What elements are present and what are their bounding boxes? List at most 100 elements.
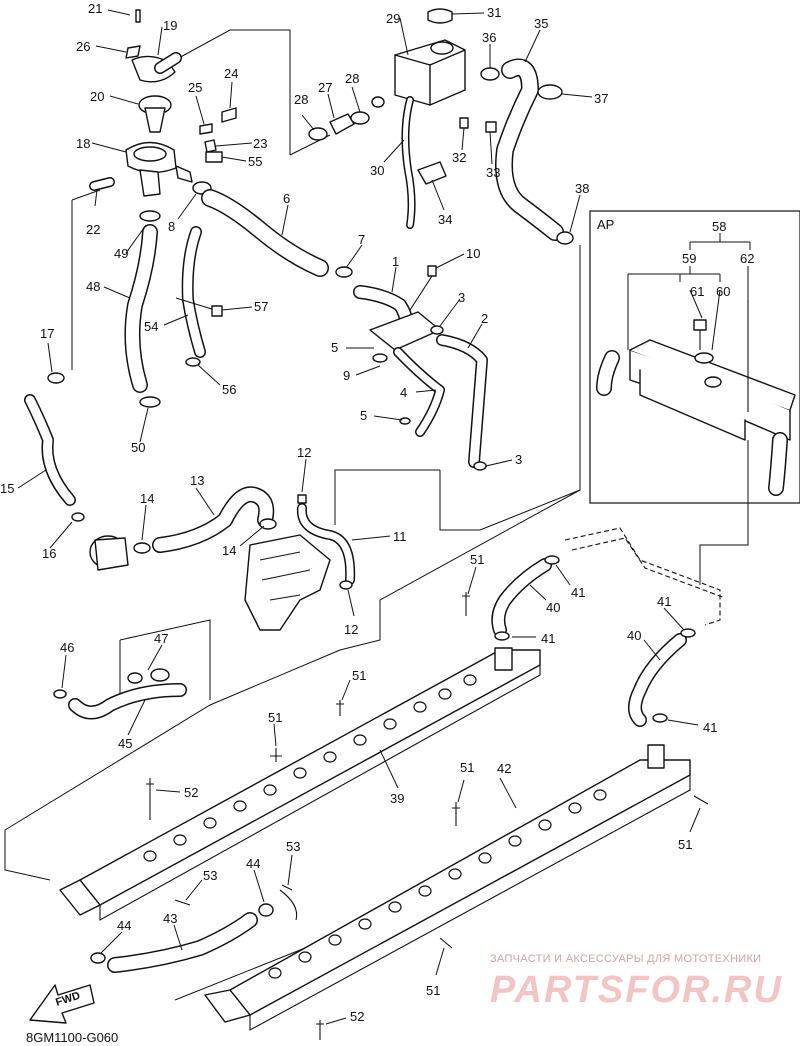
callout-42: 42 <box>497 761 511 776</box>
diagram-code: 8GM1100-G060 <box>26 1030 118 1045</box>
callout-35: 35 <box>534 16 548 31</box>
thermostat-housing-group <box>89 9 237 222</box>
callout-26: 26 <box>76 39 90 54</box>
hose-13 <box>133 486 277 554</box>
callout-7: 7 <box>358 232 365 247</box>
callout-55: 55 <box>248 154 262 169</box>
callout-30: 30 <box>370 163 384 178</box>
callout-4: 4 <box>400 385 407 400</box>
callout-20: 20 <box>90 89 104 104</box>
callout-46: 46 <box>60 640 74 655</box>
fwd-arrow: FWD <box>29 984 95 1024</box>
callout-13: 13 <box>190 473 204 488</box>
callout-5-upper: 5 <box>331 340 338 355</box>
callout-3-lower: 3 <box>515 452 522 467</box>
callout-23: 23 <box>253 136 267 151</box>
callout-16: 16 <box>42 546 56 561</box>
cooler-rail-39 <box>59 647 541 921</box>
callout-43: 43 <box>163 911 177 926</box>
callout-41-d: 41 <box>703 720 717 735</box>
callout-56: 56 <box>222 382 236 397</box>
callout-12-upper: 12 <box>297 445 311 460</box>
coolant-reservoir-group <box>371 8 500 229</box>
watermark: ЗАПЧАСТИ И АКСЕССУАРЫ ДЛЯ МОТОТЕХНИКИ PA… <box>490 953 783 1011</box>
cooler-rail-42 <box>204 744 691 1031</box>
leader-lines <box>17 9 721 1025</box>
bolts <box>146 592 709 1040</box>
callout-8: 8 <box>168 219 175 234</box>
callout-2: 2 <box>481 311 488 326</box>
callout-19: 19 <box>163 18 177 33</box>
hose-45 <box>53 668 187 720</box>
callout-58: 58 <box>712 219 726 234</box>
hose-4 <box>393 347 445 437</box>
callout-59: 59 <box>682 251 696 266</box>
callout-52-upper: 52 <box>184 785 198 800</box>
callout-3-upper: 3 <box>458 290 465 305</box>
callout-34: 34 <box>438 212 452 227</box>
callout-51-right: 51 <box>678 837 692 852</box>
pump-16 <box>89 535 129 571</box>
callout-32: 32 <box>452 150 466 165</box>
callout-41-c: 41 <box>657 594 671 609</box>
callout-1: 1 <box>392 254 399 269</box>
callout-41-b: 41 <box>541 631 555 646</box>
callout-33: 33 <box>486 165 500 180</box>
callout-49: 49 <box>114 246 128 261</box>
watermark-tagline: ЗАПЧАСТИ И АКСЕССУАРЫ ДЛЯ МОТОТЕХНИКИ <box>490 953 761 965</box>
callout-51-mid: 51 <box>352 668 366 683</box>
callout-12-lower: 12 <box>344 622 358 637</box>
assembly-outline-lines <box>4 29 581 1001</box>
hose-48 <box>124 224 161 408</box>
hose-54 <box>175 226 223 367</box>
callout-28-left: 28 <box>294 92 308 107</box>
fittings-27-28 <box>308 111 370 141</box>
callout-57: 57 <box>254 299 268 314</box>
callout-25: 25 <box>188 80 202 95</box>
callout-39: 39 <box>390 791 404 806</box>
callout-52-lower: 52 <box>350 1009 364 1024</box>
callout-28-right: 28 <box>345 71 359 86</box>
rail-39-holes <box>143 674 477 862</box>
callout-38: 38 <box>575 181 589 196</box>
callout-41-a: 41 <box>571 585 585 600</box>
callout-31: 31 <box>487 5 501 20</box>
callout-53-lower: 53 <box>203 868 217 883</box>
watermark-brand: PARTSFOR.RU <box>490 969 783 1011</box>
callout-15: 15 <box>0 481 14 496</box>
callout-18: 18 <box>76 136 90 151</box>
callout-51-rail: 51 <box>460 760 474 775</box>
callout-50: 50 <box>131 440 145 455</box>
callout-6: 6 <box>283 191 290 206</box>
callout-54: 54 <box>144 319 158 334</box>
water-pump-housing <box>244 534 331 631</box>
hose-15 <box>24 372 85 522</box>
hose-6 <box>201 189 353 278</box>
callout-47: 47 <box>154 631 168 646</box>
callout-22: 22 <box>86 222 100 237</box>
callout-17: 17 <box>40 326 54 341</box>
callout-21: 21 <box>88 1 102 16</box>
callout-labels: 21 19 26 24 20 25 18 23 55 22 8 6 49 48 … <box>0 1 754 1024</box>
callout-48: 48 <box>86 279 100 294</box>
callout-44-lower: 44 <box>117 918 131 933</box>
hose-35 <box>495 58 574 245</box>
callout-62: 62 <box>740 251 754 266</box>
callout-10: 10 <box>466 246 480 261</box>
callout-51-bottom: 51 <box>426 983 440 998</box>
callout-24: 24 <box>224 66 238 81</box>
callout-51-left: 51 <box>268 710 282 725</box>
callout-14-right: 14 <box>222 543 236 558</box>
inset-ap-box: AP <box>589 210 800 585</box>
callout-40-a: 40 <box>546 600 560 615</box>
callout-29: 29 <box>386 11 400 26</box>
callout-14-left: 14 <box>140 491 154 506</box>
callout-61: 61 <box>690 284 704 299</box>
callout-37: 37 <box>594 91 608 106</box>
callout-53-upper: 53 <box>286 839 300 854</box>
hose-43 <box>90 889 298 973</box>
callout-44-upper: 44 <box>246 856 260 871</box>
callout-45: 45 <box>118 736 132 751</box>
